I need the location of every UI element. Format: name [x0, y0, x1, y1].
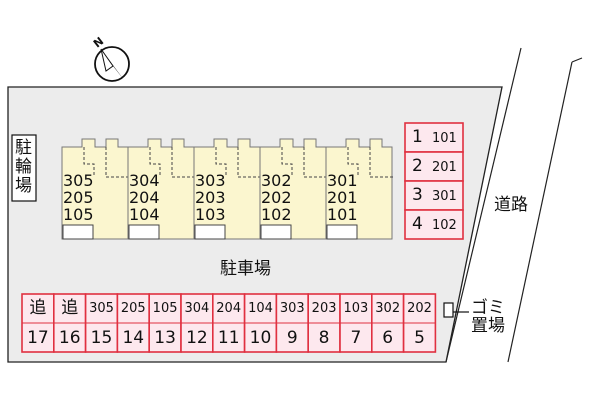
- space-number: 3: [412, 185, 423, 205]
- space-number: 6: [382, 328, 394, 348]
- unit-label: 203: [195, 188, 226, 207]
- space-number: 14: [122, 328, 145, 348]
- building-block: [259, 138, 328, 240]
- entrance-box: [260, 224, 292, 240]
- road-edge-left: [445, 47, 522, 363]
- dashed-line: [215, 147, 227, 177]
- space-unit: 203: [311, 301, 337, 316]
- space-number: 7: [350, 328, 362, 348]
- unit-label: 102: [261, 205, 292, 224]
- unit-label: 302: [261, 171, 292, 190]
- space-number: 13: [154, 328, 176, 348]
- space-number: 5: [414, 328, 425, 348]
- garbage-bin-icon: [443, 302, 454, 318]
- space-unit: 101: [432, 131, 457, 146]
- dashed-line: [83, 147, 95, 177]
- unit-label: 303: [195, 171, 226, 190]
- parking-space: [404, 151, 464, 182]
- space-unit: 205: [120, 301, 146, 316]
- space-unit: 102: [432, 218, 457, 233]
- space-unit: 202: [407, 301, 432, 316]
- space-unit: 304: [184, 301, 210, 316]
- building-block: [193, 138, 262, 240]
- garbage-area-label: ゴミ置場: [471, 298, 505, 336]
- unit-label: 105: [63, 205, 94, 224]
- unit-label: 104: [129, 205, 160, 224]
- road-label: 道路: [494, 195, 528, 215]
- unit-label: 103: [195, 205, 226, 224]
- space-number: 15: [90, 328, 113, 348]
- north-arrow-icon: [94, 46, 130, 82]
- building-block: [61, 138, 130, 240]
- space-unit: 302: [375, 301, 401, 316]
- unit-label: 204: [129, 188, 160, 207]
- space-number: 9: [286, 328, 298, 348]
- road-edge-right: [507, 61, 573, 363]
- bottom-parking-spaces: [21, 293, 437, 353]
- unit-label: 205: [63, 188, 94, 207]
- right-parking-spaces: [404, 122, 464, 240]
- entrance-box: [194, 224, 226, 240]
- unit-label: 202: [261, 188, 292, 207]
- space-number: 17: [27, 328, 49, 348]
- space-unit: 追: [29, 298, 47, 318]
- unit-label: 305: [63, 171, 94, 190]
- space-number: 2: [412, 156, 423, 176]
- space-number: 10: [249, 328, 272, 348]
- dashed-line: [149, 147, 161, 177]
- unit-label: 101: [327, 205, 358, 224]
- road-corner: [571, 57, 583, 63]
- parking-space: [404, 209, 464, 240]
- space-unit: 201: [432, 160, 457, 175]
- entrance-box: [62, 224, 94, 240]
- unit-label: 301: [327, 171, 358, 190]
- parking-lot-label: 駐車場: [220, 259, 271, 279]
- space-unit: 204: [216, 301, 242, 316]
- space-number: 4: [412, 214, 423, 234]
- bicycle-parking-box: [11, 134, 37, 202]
- parking-space: [404, 122, 464, 153]
- dashed-line: [281, 147, 293, 177]
- building-outline: [325, 138, 393, 240]
- space-unit: 104: [248, 301, 273, 316]
- bicycle-parking-label: 駐輪場: [15, 138, 32, 196]
- dashed-line: [347, 147, 359, 177]
- space-unit: 追: [61, 298, 79, 318]
- parking-space: [404, 180, 464, 211]
- unit-label: 304: [129, 171, 160, 190]
- unit-label: 201: [327, 188, 358, 207]
- entrance-box: [128, 224, 160, 240]
- space-number: 12: [186, 328, 208, 348]
- space-unit: 103: [343, 301, 369, 316]
- space-number: 8: [318, 328, 330, 348]
- space-unit: 303: [279, 301, 305, 316]
- space-number: 16: [58, 328, 81, 348]
- entrance-box: [326, 224, 358, 240]
- space-unit: 105: [152, 301, 178, 316]
- buildings: [61, 138, 394, 240]
- space-unit: 301: [432, 189, 457, 204]
- space-number: 11: [217, 328, 240, 348]
- space-unit: 305: [89, 301, 114, 316]
- space-number: 1: [412, 127, 423, 147]
- building-block: [325, 138, 394, 240]
